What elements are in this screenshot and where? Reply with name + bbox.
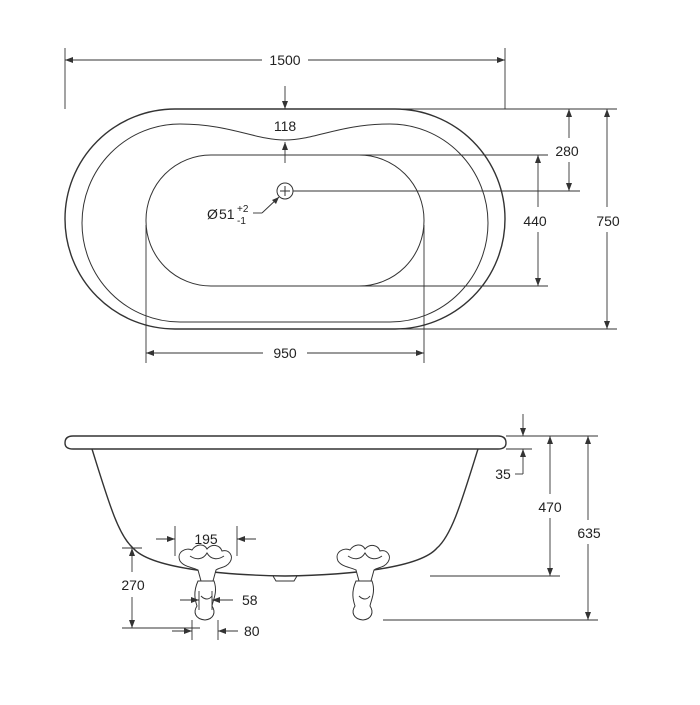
label-overall-height: 635 bbox=[577, 525, 601, 541]
dim-waste-diameter: Ø 51 +2 -1 bbox=[207, 196, 280, 227]
label-length: 1500 bbox=[269, 52, 300, 68]
side-view bbox=[64, 435, 507, 582]
dim-foot-base: 80 bbox=[172, 620, 260, 640]
tub-basin bbox=[145, 154, 425, 287]
dim-overall-height: 635 bbox=[383, 435, 601, 621]
dim-rim-thickness: 35 bbox=[495, 414, 532, 482]
dim-rim-width: 118 bbox=[274, 86, 297, 163]
label-depth: 470 bbox=[538, 499, 562, 515]
claw-foot-left bbox=[178, 544, 232, 621]
label-foot-spacing: 195 bbox=[194, 531, 218, 547]
dim-inner-length: 950 bbox=[145, 225, 425, 363]
label-rim-thickness: 35 bbox=[495, 466, 511, 482]
label-overall-width: 750 bbox=[596, 213, 620, 229]
tub-body-profile bbox=[91, 448, 479, 577]
label-inner-width: 440 bbox=[523, 213, 547, 229]
tub-inner-rim bbox=[81, 123, 489, 323]
label-inner-length: 950 bbox=[273, 345, 297, 361]
dim-inner-width: 440 bbox=[360, 154, 548, 287]
dim-foot-width: 58 bbox=[180, 591, 258, 610]
label-waste-value: 51 bbox=[219, 206, 235, 222]
tub-rim-profile bbox=[64, 435, 507, 450]
dim-foot-height: 270 bbox=[121, 547, 200, 629]
label-waste-offset: 280 bbox=[555, 143, 579, 159]
label-foot-width: 58 bbox=[242, 592, 258, 608]
dim-depth: 470 bbox=[430, 435, 562, 577]
dim-length: 1500 bbox=[64, 48, 506, 109]
dim-waste-offset: 280 bbox=[293, 108, 580, 192]
waste-stub bbox=[272, 575, 298, 582]
label-waste-tol-minus: -1 bbox=[237, 216, 246, 227]
label-waste-tol-plus: +2 bbox=[237, 204, 249, 215]
label-rim-width: 118 bbox=[274, 118, 297, 134]
claw-foot-right bbox=[336, 544, 390, 621]
label-foot-height: 270 bbox=[121, 577, 145, 593]
dim-overall-width: 750 bbox=[395, 108, 620, 330]
label-waste-symbol: Ø bbox=[207, 206, 218, 222]
label-foot-base: 80 bbox=[244, 623, 260, 639]
dim-foot-spacing: 195 bbox=[156, 526, 256, 556]
